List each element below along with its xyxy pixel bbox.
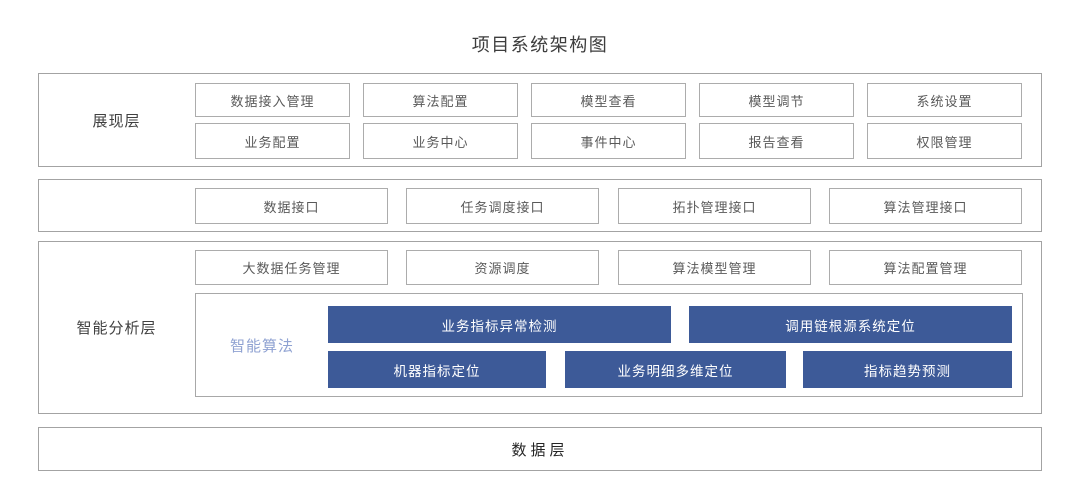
module-box: 拓扑管理接口 [618,188,811,224]
module-box: 报告查看 [699,123,854,159]
algo-box: 指标趋势预测 [803,351,1012,388]
module-box: 模型查看 [531,83,686,117]
algo-box: 业务指标异常检测 [328,306,671,343]
module-box: 业务配置 [195,123,350,159]
diagram-title: 项目系统架构图 [471,35,609,55]
module-box: 数据接口 [195,188,388,224]
presentation-layer-label: 展现层 [92,112,141,130]
algo-group-label: 智能算法 [229,337,294,355]
data-layer-label: 数据层 [511,441,569,459]
module-box: 资源调度 [406,250,599,285]
module-box: 数据接入管理 [195,83,350,117]
module-box: 系统设置 [867,83,1022,117]
module-box: 事件中心 [531,123,686,159]
module-box: 算法管理接口 [829,188,1022,224]
module-box: 算法模型管理 [618,250,811,285]
algo-box: 调用链根源系统定位 [689,306,1012,343]
module-box: 模型调节 [699,83,854,117]
algo-box: 机器指标定位 [328,351,546,388]
module-box: 大数据任务管理 [195,250,388,285]
module-box: 权限管理 [867,123,1022,159]
module-box: 算法配置管理 [829,250,1022,285]
algo-box: 业务明细多维定位 [565,351,786,388]
data-layer-box: 数据层 [38,427,1042,471]
analysis-layer-label: 智能分析层 [76,320,157,337]
module-box: 算法配置 [363,83,518,117]
module-box: 任务调度接口 [406,188,599,224]
module-box: 业务中心 [363,123,518,159]
